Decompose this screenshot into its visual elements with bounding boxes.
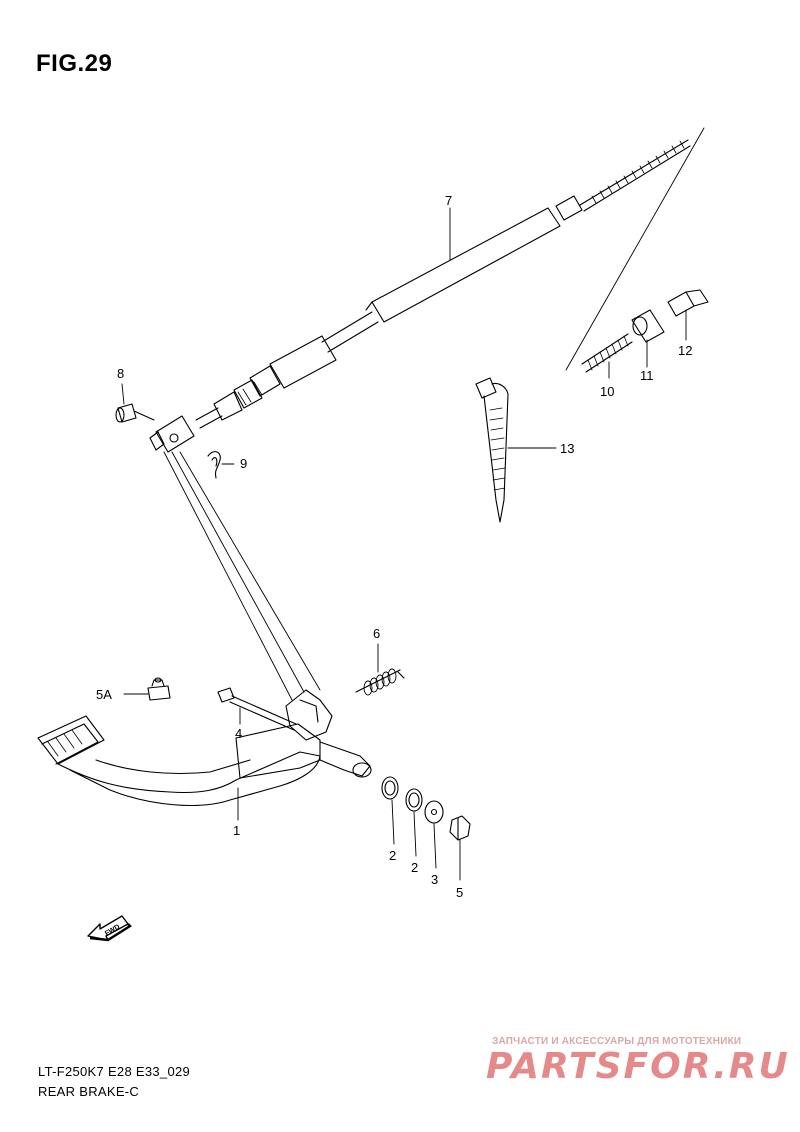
callout-9: 9 xyxy=(240,456,247,471)
clevis-pin xyxy=(115,403,155,423)
adjuster-bolt xyxy=(667,289,709,317)
callout-2a: 2 xyxy=(389,848,396,863)
callout-6: 6 xyxy=(373,626,380,641)
callout-5a: 5A xyxy=(96,687,112,702)
cable-joint xyxy=(631,309,665,343)
brake-cable xyxy=(149,139,691,453)
washer-2 xyxy=(405,788,423,812)
washer-1 xyxy=(381,776,399,800)
watermark-brand: PARTSFOR.RU xyxy=(486,1046,790,1087)
return-spring xyxy=(355,668,405,696)
callout-13: 13 xyxy=(560,441,574,456)
fwd-arrow-icon: FWD xyxy=(86,908,132,947)
watermark-tagline: ЗАПЧАСТИ И АКСЕССУАРЫ ДЛЯ МОТОТЕХНИКИ xyxy=(492,1036,742,1047)
leader-lines xyxy=(121,207,687,881)
callout-4: 4 xyxy=(235,726,242,741)
model-code: LT-F250K7 E28 E33_029 xyxy=(38,1064,191,1079)
callout-12: 12 xyxy=(678,343,692,358)
cotter-clip xyxy=(207,451,221,479)
callout-10: 10 xyxy=(600,384,614,399)
cable-tie xyxy=(475,377,509,523)
diagram-name: REAR BRAKE-C xyxy=(38,1084,140,1099)
callout-5: 5 xyxy=(456,885,463,900)
washer-3 xyxy=(424,800,444,824)
callout-8: 8 xyxy=(117,366,124,381)
callout-2b: 2 xyxy=(411,860,418,875)
adjuster-spring xyxy=(581,333,633,373)
rubber-stopper xyxy=(147,677,171,701)
callout-3: 3 xyxy=(431,872,438,887)
pivot-bolt xyxy=(217,687,297,731)
lock-nut xyxy=(449,815,471,841)
figure-title: FIG.29 xyxy=(36,50,113,77)
callout-11: 11 xyxy=(640,368,654,383)
brake-pedal xyxy=(37,689,372,806)
callout-7: 7 xyxy=(445,193,452,208)
callout-1: 1 xyxy=(233,823,240,838)
